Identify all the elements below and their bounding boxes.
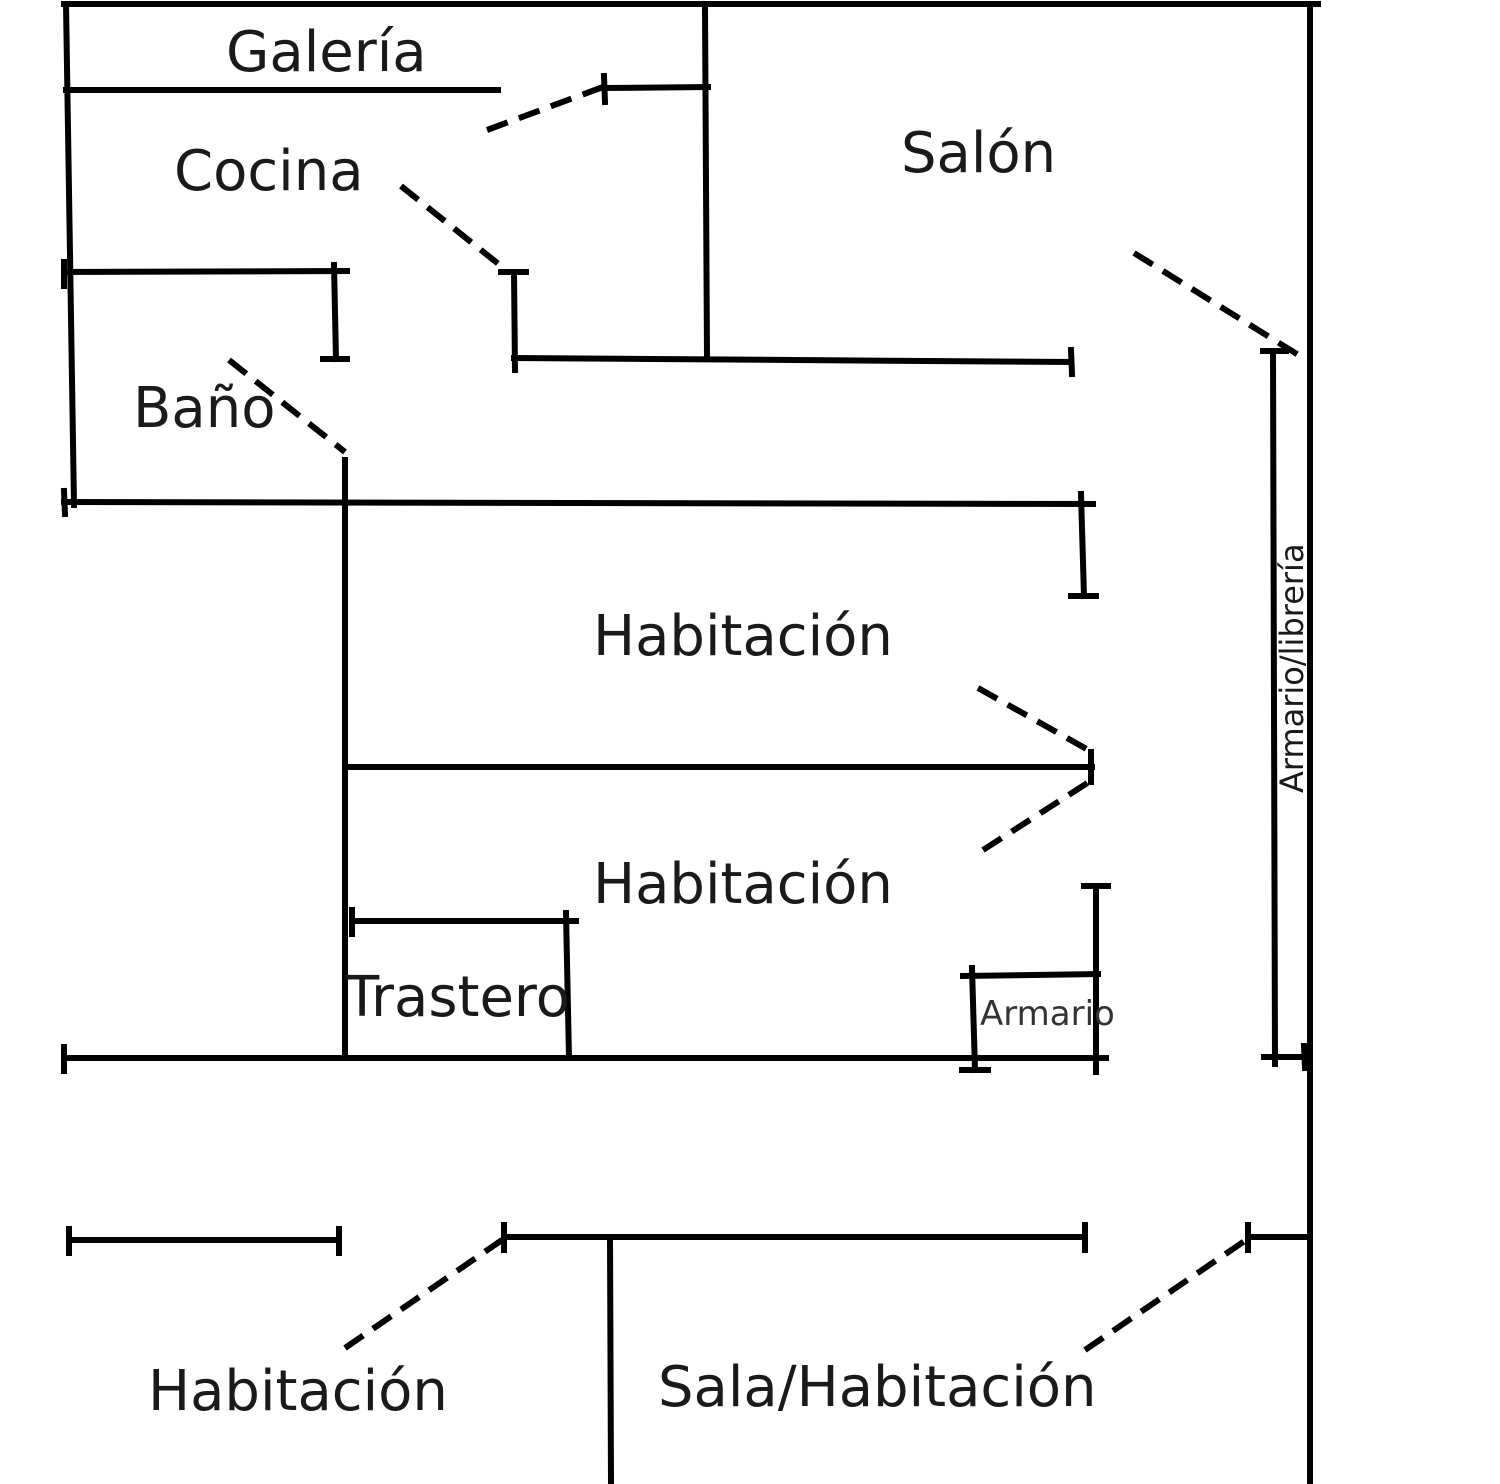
wall-tick-salon-bottom xyxy=(1067,346,1076,378)
door-salon xyxy=(1132,250,1302,359)
wall-trastero-right xyxy=(562,909,573,1062)
wall-bano-bottom xyxy=(60,498,1097,508)
room-label-sala-habitacion: Sala/Habitación xyxy=(658,1355,1097,1420)
room-label-habitacion-3: Habitación xyxy=(148,1359,448,1424)
wall-cocina-salon xyxy=(701,4,711,362)
room-label-habitacion-2: Habitación xyxy=(593,852,893,917)
door-habitacion-3 xyxy=(343,1237,504,1351)
room-label-bano: Baño xyxy=(133,376,276,441)
door-habitacion-1 xyxy=(976,685,1094,755)
door-bano xyxy=(227,357,347,455)
room-label-trastero: Trastero xyxy=(344,965,570,1030)
wall-cocina-post xyxy=(510,268,519,374)
wall-bano-stub xyxy=(330,261,340,363)
room-label-cocina: Cocina xyxy=(174,139,364,204)
wall-tick-bano-bottom xyxy=(60,487,69,518)
room-label-salon: Salón xyxy=(901,121,1056,186)
wall-armario-left xyxy=(968,964,979,1074)
room-label-habitacion-1: Habitación xyxy=(593,604,893,669)
door-galeria xyxy=(485,84,605,133)
wall-armario-libreria xyxy=(1269,348,1279,1068)
wall-armario-top xyxy=(959,970,1102,980)
wall-habitacion-1-right xyxy=(1077,490,1088,600)
wall-cocina-salon-bottom xyxy=(510,354,1075,366)
door-sala-habitacion xyxy=(1083,1237,1248,1353)
door-habitacion-2 xyxy=(981,777,1094,853)
wall-bottom-rooms-divider xyxy=(606,1233,615,1484)
door-cocina xyxy=(399,183,508,273)
wall-cocina-bottom xyxy=(60,267,351,276)
wall-tick-galeria xyxy=(600,72,609,106)
room-label-armario-libreria: Armario/librería xyxy=(1273,543,1311,793)
wall-left xyxy=(62,0,78,509)
wall-tick-libreria-bottom xyxy=(1300,1042,1309,1072)
room-label-armario: Armario xyxy=(980,994,1115,1034)
room-label-galeria: Galería xyxy=(226,20,427,85)
wall-galeria-stub xyxy=(600,83,712,92)
